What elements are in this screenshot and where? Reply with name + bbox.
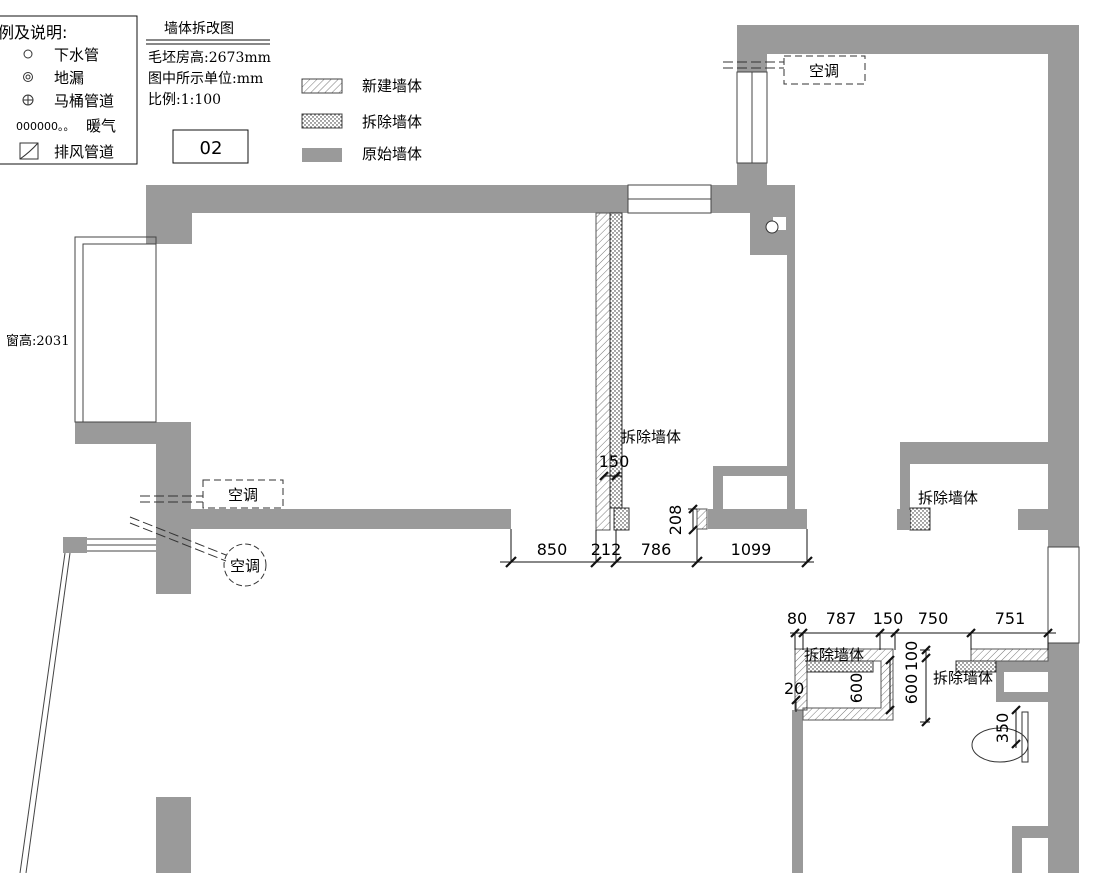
original-wall-swatch xyxy=(302,148,342,162)
dimension-label: 80 xyxy=(787,609,807,628)
new-walls xyxy=(595,212,1049,721)
demolish-wall-swatch xyxy=(301,113,343,129)
legend-title: 例及说明: xyxy=(0,23,67,42)
dimension-label: 100 xyxy=(902,641,921,672)
page-number: 02 xyxy=(200,138,223,159)
dimension-label: 787 xyxy=(826,609,857,628)
ac-label: 空调 xyxy=(228,486,258,504)
demolish-walls xyxy=(609,212,997,673)
dimension-lines xyxy=(500,471,1056,749)
dimension-label: 600 xyxy=(902,674,921,705)
ac-label: 空调 xyxy=(809,62,839,80)
legend-item-label: 马桶管道 xyxy=(54,92,114,110)
toilet-icon xyxy=(971,711,1029,763)
dimension-label: 212 xyxy=(591,540,622,559)
legend-item-label: 下水管 xyxy=(54,46,99,64)
legend-item-label: 暖气 xyxy=(86,117,116,135)
windows xyxy=(19,71,1080,873)
wall-type-legend: 新建墙体 拆除墙体 原始墙体 xyxy=(301,77,422,163)
page-number-box xyxy=(172,129,249,164)
dimension-label: 208 xyxy=(666,505,685,536)
dimension-label: 600 xyxy=(847,673,866,704)
window-height-note: 窗高:2031 xyxy=(6,333,69,349)
dimension-label: 150 xyxy=(599,452,630,471)
drawing-title: 墙体拆改图 xyxy=(164,21,234,37)
toilet-pipe-icon xyxy=(22,94,34,106)
dimension-label: 150 xyxy=(873,609,904,628)
drain-pipe-icon xyxy=(23,49,33,59)
floor-drain-icon xyxy=(23,72,33,82)
dimension-label: 20 xyxy=(784,679,804,698)
legend: 例及说明: 下水管 地漏 马桶管道 000000。。 暖气 排风管道 xyxy=(0,15,138,165)
wall-type-label: 新建墙体 xyxy=(362,77,422,95)
dimension-values: 850 212 786 1099 150 208 80 787 150 750 … xyxy=(537,452,1026,743)
exhaust-duct-icon xyxy=(19,142,39,160)
ac-label: 空调 xyxy=(230,557,260,575)
scale-note: 比例:1:100 xyxy=(148,92,221,108)
radiator-icon: 000000。。 xyxy=(16,120,75,133)
air-conditioners xyxy=(129,55,866,587)
wall-type-label: 拆除墙体 xyxy=(362,113,422,131)
legend-item-label: 地漏 xyxy=(54,69,84,87)
new-wall-swatch xyxy=(301,78,343,94)
drain-pipe-icon xyxy=(765,220,779,234)
dimension-label: 750 xyxy=(918,609,949,628)
demolish-wall-label: 拆除墙体 xyxy=(621,428,681,446)
dimension-label: 751 xyxy=(995,609,1026,628)
room-height: 毛坯房高:2673mm xyxy=(148,49,271,66)
demolish-wall-label: 拆除墙体 xyxy=(933,669,993,687)
info-block: 墙体拆改图 毛坯房高:2673mm 图中所示单位:mm 比例:1:100 02 xyxy=(146,21,271,164)
demolish-wall-label: 拆除墙体 xyxy=(918,489,978,507)
dimension-label: 786 xyxy=(641,540,672,559)
dimension-label: 350 xyxy=(993,713,1012,744)
dimension-label: 1099 xyxy=(731,540,772,559)
legend-item-label: 排风管道 xyxy=(54,143,114,161)
wall-type-label: 原始墙体 xyxy=(362,145,422,163)
unit-note: 图中所示单位:mm xyxy=(148,71,263,87)
dimension-label: 850 xyxy=(537,540,568,559)
demolish-wall-label: 拆除墙体 xyxy=(804,646,864,664)
original-walls xyxy=(63,25,1079,873)
